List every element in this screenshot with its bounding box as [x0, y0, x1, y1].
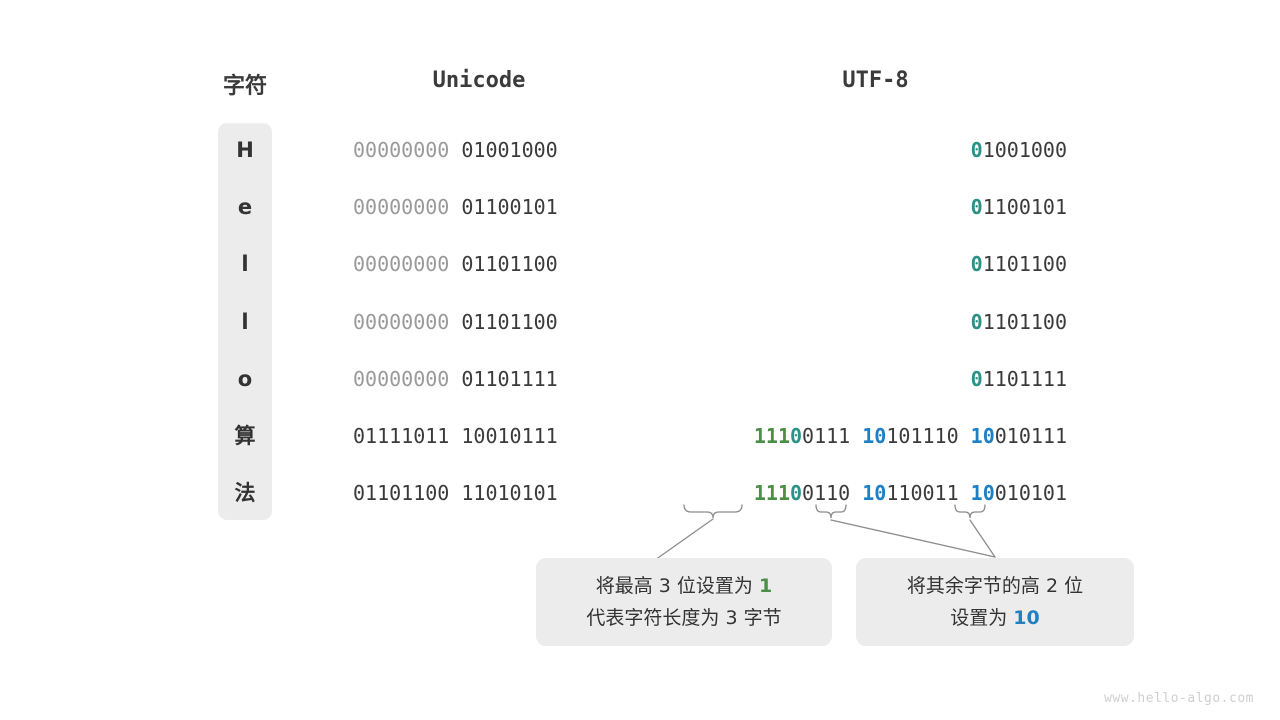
bit-segment: 1101100 — [982, 252, 1067, 276]
utf8-bits: 01101100 — [684, 252, 1067, 276]
char-cell: 算 — [234, 424, 256, 448]
callout-right-line2: 设置为 10 — [950, 605, 1040, 631]
site-watermark: www.hello-algo.com — [1104, 691, 1254, 706]
utf8-bits: 11100111 10101110 10010111 — [684, 424, 1067, 448]
bit-segment: 10 — [970, 424, 995, 448]
char-cell: H — [236, 138, 254, 162]
callout-left-line2: 代表字符长度为 3 字节 — [586, 607, 782, 629]
bit-segment: 01101100 — [461, 310, 558, 334]
unicode-bits: 00000000 01100101 — [353, 195, 605, 219]
callout-right-line1: 将其余字节的高 2 位 — [906, 575, 1084, 597]
brace-continuation-1 — [815, 504, 847, 519]
bit-segment: 00000000 — [353, 310, 462, 334]
bit-segment: 111 — [753, 481, 790, 505]
leader-line-right-b — [969, 519, 996, 558]
bit-segment: 10 — [970, 481, 995, 505]
bit-segment: 00000000 — [353, 367, 462, 391]
bit-segment: 111 — [753, 424, 790, 448]
utf8-bits: 01001000 — [684, 138, 1067, 162]
callout-right-line2-prefix: 设置为 — [950, 607, 1014, 629]
char-cell: l — [241, 310, 249, 334]
bit-segment: 10 — [862, 424, 887, 448]
bit-segment: 0110 — [802, 481, 863, 505]
char-cell: e — [237, 195, 253, 219]
bit-segment: 01101100 11010101 — [353, 481, 558, 505]
bit-segment: 010101 — [994, 481, 1067, 505]
unicode-bits: 01111011 10010111 — [353, 424, 605, 448]
callout-left-line1-prefix: 将最高 3 位设置为 — [595, 575, 759, 597]
unicode-bits: 01101100 11010101 — [353, 481, 605, 505]
callout-continuation-bits: 将其余字节的高 2 位 设置为 10 — [856, 558, 1134, 646]
bit-segment: 1101100 — [982, 310, 1067, 334]
bit-segment: 0 — [790, 481, 803, 505]
bit-segment: 01101100 — [461, 252, 558, 276]
bit-segment: 101110 — [886, 424, 971, 448]
utf8-bits: 01101100 — [684, 310, 1067, 334]
bit-segment: 0 — [970, 138, 983, 162]
bit-segment: 010111 — [994, 424, 1067, 448]
bit-segment: 00000000 — [353, 252, 462, 276]
column-header-utf8: UTF-8 — [842, 68, 909, 93]
callout-left-line1-value: 1 — [758, 575, 773, 597]
unicode-bits: 00000000 01001000 — [353, 138, 605, 162]
bit-segment: 10 — [862, 481, 887, 505]
bit-segment: 00000000 — [353, 138, 462, 162]
bit-segment: 01100101 — [461, 195, 558, 219]
utf8-bits: 01100101 — [684, 195, 1067, 219]
leader-line-left — [654, 518, 714, 561]
unicode-bits: 00000000 01101111 — [353, 367, 605, 391]
utf8-bits: 11100110 10110011 10010101 — [684, 481, 1067, 505]
bit-segment: 0111 — [802, 424, 863, 448]
callout-leading-bits: 将最高 3 位设置为 1 代表字符长度为 3 字节 — [536, 558, 832, 646]
callout-left-line1: 将最高 3 位设置为 1 — [596, 573, 772, 599]
utf8-bits: 01101111 — [684, 367, 1067, 391]
bit-segment: 1001000 — [982, 138, 1067, 162]
bit-segment: 0 — [790, 424, 803, 448]
unicode-bits: 00000000 01101100 — [353, 252, 605, 276]
bit-segment: 0 — [970, 195, 983, 219]
character-column-panel — [218, 123, 272, 520]
column-header-unicode: Unicode — [432, 68, 526, 93]
unicode-bits: 00000000 01101100 — [353, 310, 605, 334]
bit-segment: 1101111 — [982, 367, 1067, 391]
bit-segment: 00000000 — [353, 195, 462, 219]
bit-segment: 0 — [970, 252, 983, 276]
brace-continuation-2 — [954, 504, 986, 519]
brace-leading-bits — [683, 504, 743, 519]
bit-segment: 1100101 — [982, 195, 1067, 219]
leader-line-right-a — [830, 519, 996, 558]
bit-segment: 01001000 — [461, 138, 558, 162]
bit-segment: 01111011 10010111 — [353, 424, 558, 448]
bit-segment: 110011 — [886, 481, 971, 505]
bit-segment: 0 — [970, 310, 983, 334]
bit-segment: 01101111 — [461, 367, 558, 391]
char-cell: o — [237, 367, 253, 391]
bit-segment: 0 — [970, 367, 983, 391]
column-header-char: 字符 — [222, 74, 267, 99]
char-cell: 法 — [234, 481, 256, 505]
callout-right-line2-value: 10 — [1013, 607, 1040, 629]
char-cell: l — [241, 252, 249, 276]
